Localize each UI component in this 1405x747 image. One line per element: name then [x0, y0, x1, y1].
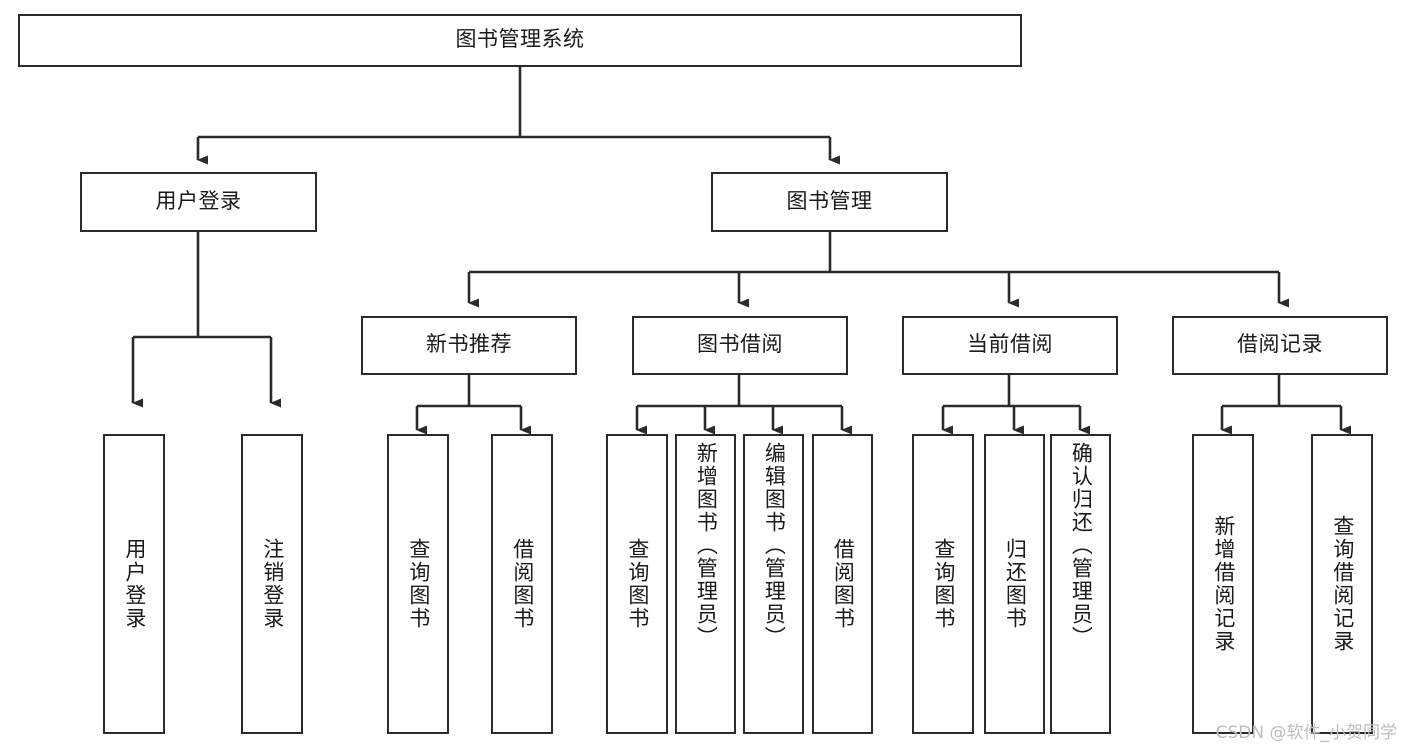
node-leaf-confirm-return[interactable]: 确认归还（管理员）	[1050, 434, 1111, 734]
node-book-management-system[interactable]: 图书管理系统	[18, 14, 1022, 67]
node-label: 查询图书	[406, 538, 430, 630]
node-label: 编辑图书（管理员）	[762, 442, 786, 649]
node-leaf-logout-login[interactable]: 注销登录	[241, 434, 303, 734]
node-label: 借阅图书	[831, 538, 855, 630]
node-label: 用户登录	[155, 189, 242, 213]
node-leaf-query-book-1[interactable]: 查询图书	[387, 434, 449, 734]
node-label: 图书管理	[786, 189, 873, 213]
node-label: 注销登录	[260, 538, 284, 630]
node-label: 查询图书	[625, 538, 649, 630]
node-leaf-add-borrow-record[interactable]: 新增借阅记录	[1192, 434, 1254, 734]
node-leaf-edit-book[interactable]: 编辑图书（管理员）	[743, 434, 804, 734]
node-label: 新书推荐	[426, 333, 512, 357]
node-leaf-borrow-book-1[interactable]: 借阅图书	[491, 434, 553, 734]
node-label: 确认归还（管理员）	[1069, 442, 1093, 649]
node-new-book-recommend[interactable]: 新书推荐	[361, 316, 577, 375]
watermark-text: CSDN @软件_小贺同学	[1215, 723, 1397, 743]
node-borrow-record[interactable]: 借阅记录	[1172, 316, 1388, 375]
node-label: 借阅图书	[510, 538, 534, 630]
node-book-management[interactable]: 图书管理	[711, 172, 948, 232]
node-label: 归还图书	[1003, 538, 1027, 630]
node-label: 借阅记录	[1237, 333, 1323, 357]
node-leaf-add-book[interactable]: 新增图书（管理员）	[675, 434, 736, 734]
node-leaf-return-book[interactable]: 归还图书	[984, 434, 1045, 734]
node-label: 新增借阅记录	[1211, 515, 1235, 653]
node-leaf-query-book-2[interactable]: 查询图书	[606, 434, 668, 734]
node-leaf-borrow-book-2[interactable]: 借阅图书	[812, 434, 873, 734]
node-current-borrow[interactable]: 当前借阅	[902, 316, 1118, 375]
node-label: 图书管理系统	[455, 28, 585, 52]
node-leaf-query-book-3[interactable]: 查询图书	[912, 434, 974, 734]
node-label: 图书借阅	[697, 333, 783, 357]
node-leaf-query-borrow-record[interactable]: 查询借阅记录	[1311, 434, 1373, 734]
node-label: 用户登录	[122, 538, 146, 630]
node-label: 新增图书（管理员）	[694, 442, 718, 649]
node-book-borrow[interactable]: 图书借阅	[632, 316, 848, 375]
node-label: 查询图书	[931, 538, 955, 630]
node-label: 查询借阅记录	[1330, 515, 1354, 653]
node-label: 当前借阅	[967, 333, 1053, 357]
node-user-login[interactable]: 用户登录	[80, 172, 317, 232]
node-leaf-user-login[interactable]: 用户登录	[103, 434, 165, 734]
